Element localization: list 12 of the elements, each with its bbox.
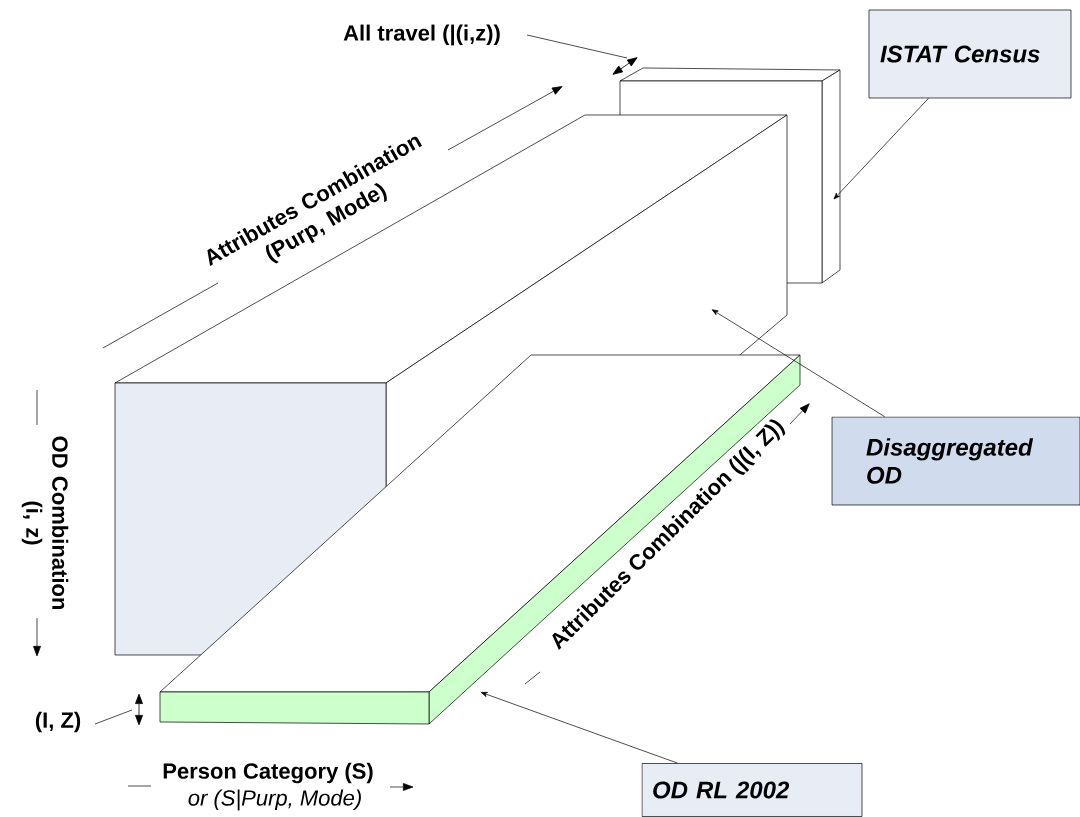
axis-label: Person Category (S) xyxy=(163,762,373,784)
leader-line xyxy=(711,309,885,417)
axis-label: All travel (|(i,z)) xyxy=(343,24,500,46)
callout-box: Disaggregated OD xyxy=(831,416,1080,506)
callout-box: ISTAT Census xyxy=(868,9,1072,99)
axis-label: OD Combination (i, z) xyxy=(21,436,69,609)
leader-line xyxy=(480,692,678,764)
axis-label: or (S|Purp, Mode) xyxy=(188,789,361,811)
leader-line xyxy=(833,98,929,200)
data-slab xyxy=(159,354,801,725)
axis-label: (I, Z) xyxy=(35,711,81,733)
callout-box: OD RL 2002 xyxy=(641,763,863,817)
